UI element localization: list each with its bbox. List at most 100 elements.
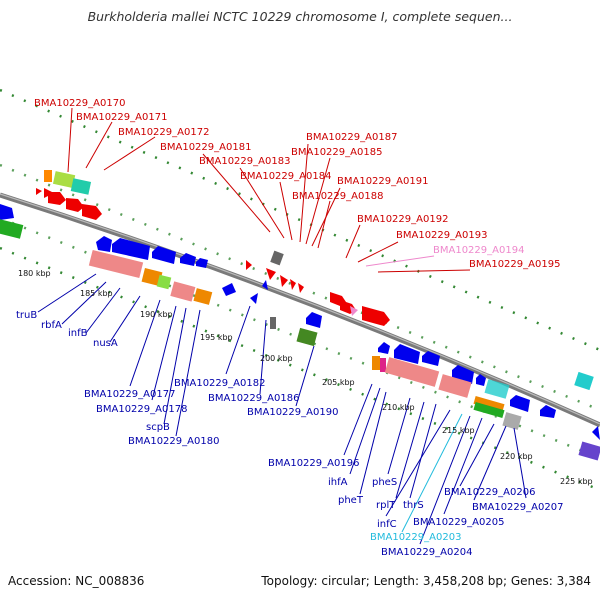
gene-label: infB [68,328,88,339]
map-title: Burkholderia mallei NCTC 10229 chromosom… [87,9,513,24]
gene-arrow [592,426,600,440]
gene-arrow [196,258,208,268]
gene-arrow [180,253,196,266]
gene-block [44,170,52,182]
gene-block [574,371,594,391]
gene-label: BMA10229_A0193 [396,230,487,241]
gene-label: BMA10229_A0194 [433,245,524,256]
gene-label: BMA10229_A0185 [291,147,382,158]
topology-summary: Topology: circular; Length: 3,458,208 bp… [261,574,591,588]
gene-label: BMA10229_A0205 [413,517,504,528]
forward-outer-guide [0,88,600,352]
gene-block [473,402,505,418]
gene-label: BMA10229_A0195 [469,259,560,270]
reverse-genes [0,204,600,461]
gene-label: BMA10229_A0181 [160,142,251,153]
gene-label: BMA10229_A0206 [444,487,535,498]
gene-label: BMA10229_A0203 [370,532,461,543]
gene-arrow [476,374,486,386]
gene-label: BMA10229_A0192 [357,214,448,225]
gene-arrow [298,283,304,293]
gene-block [141,268,163,286]
gene-label: nusA [93,338,118,349]
gene-label: BMA10229_A0196 [268,458,359,469]
tick-label: 225 kbp [560,477,593,486]
gene-label: BMA10229_A0170 [34,98,125,109]
forward-genes [36,170,594,391]
gene-label: BMA10229_A0171 [76,112,167,123]
chromosome-backbone [0,192,600,428]
gene-arrow [250,293,258,304]
gene-label: pheT [338,495,364,506]
gene-label: BMA10229_A0207 [472,502,563,513]
gene-arrow [96,236,112,252]
gene-arrow [290,279,296,290]
gene-arrow [510,395,530,412]
tick-label: 185 kbp [80,289,113,298]
gene-label: BMA10229_A0190 [247,407,338,418]
tick-label: 195 kbp [200,333,233,342]
gene-block [52,171,76,188]
gene-block [380,358,386,372]
gene-arrow [394,344,420,364]
gene-block [0,219,24,239]
gene-block [193,288,213,305]
gene-arrow [36,188,42,195]
gene-arrow [66,198,84,212]
gene-label: ihfA [328,477,348,488]
gene-block [70,178,92,195]
gene-arrow [362,306,390,326]
gene-arrow [48,192,66,205]
gene-label: BMA10229_A0204 [381,547,472,558]
tick-label: 210 kbp [382,403,415,412]
gene-block [384,357,440,387]
gene-label: thrS [403,500,424,511]
tick-labels: 180 kbp 185 kbp 190 kbp 195 kbp 200 kbp … [18,269,593,486]
gene-label: BMA10229_A0183 [199,156,290,167]
gene-arrow [280,275,288,287]
gene-label: BMA10229_A0187 [306,132,397,143]
gene-label: BMA10229_A0182 [174,378,265,389]
gene-label: scpB [146,422,170,433]
gene-block [270,317,276,329]
gene-label: BMA10229_A0184 [240,171,331,182]
gene-label: BMA10229_A0191 [337,176,428,187]
gene-label: BMA10229_A0172 [118,127,209,138]
gene-block [473,396,505,412]
tick-label: 205 kbp [322,378,355,387]
gene-block [296,327,318,347]
gene-block [502,412,522,430]
gene-label: truB [16,310,37,321]
gene-label: BMA10229_A0188 [292,191,383,202]
gene-label: BMA10229_A0178 [96,404,187,415]
gene-arrow [246,260,252,270]
forward-leader-lines [67,107,471,273]
gene-arrow [112,238,150,260]
gene-block [170,281,196,302]
gene-label: pheS [372,477,397,488]
gene-block [372,356,380,370]
gene-block [88,249,144,279]
gene-label: rbfA [41,320,62,331]
gene-block [270,250,284,266]
gene-arrow [262,280,268,290]
gene-block [484,379,510,399]
gene-arrow [266,268,276,280]
gene-arrow [0,204,14,220]
gene-arrow [152,246,176,264]
gene-arrow [222,283,236,296]
chromosome-backbone-highlight [0,193,600,425]
gene-label: BMA10229_A0177 [84,389,175,400]
gene-label: infC [377,519,397,530]
reverse-gene-labels: truB rbfA infB nusA BMA10229_A0177 BMA10… [16,310,563,558]
gene-label: BMA10229_A0180 [128,436,219,447]
tick-label: 215 kbp [442,426,475,435]
reverse-leader-lines [37,273,527,545]
gene-label: rplT [376,500,396,511]
forward-gene-labels: BMA10229_A0170 BMA10229_A0171 BMA10229_A… [34,98,560,270]
gene-arrow [350,306,358,316]
gene-block [578,441,600,461]
tick-label: 190 kbp [140,310,173,319]
